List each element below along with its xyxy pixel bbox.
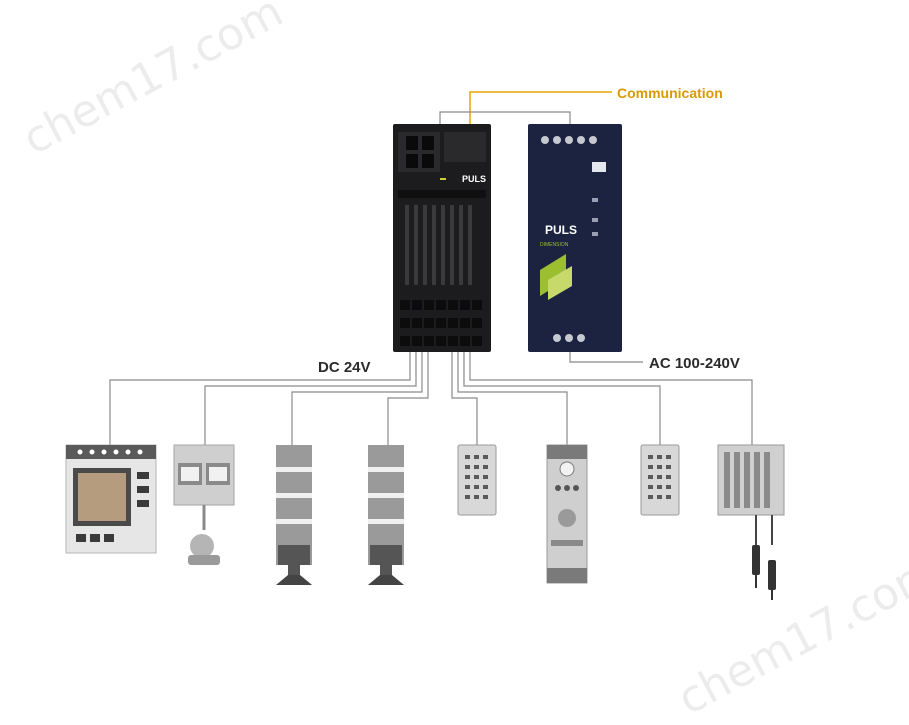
psu-brand: PULS xyxy=(545,223,577,237)
psu-series: DIMENSION xyxy=(540,242,569,248)
din-rail-module xyxy=(546,444,588,584)
signal-tower-right xyxy=(368,445,404,585)
io-module-right xyxy=(640,444,680,516)
communication-label: Communication xyxy=(617,85,723,101)
power-supply xyxy=(528,124,622,352)
dc-voltage-label: DC 24V xyxy=(318,359,371,376)
ac-line xyxy=(569,352,643,363)
controller-brand: PULS xyxy=(462,174,486,184)
sensor-module xyxy=(717,444,785,600)
communication-line xyxy=(469,91,612,130)
signal-tower-left xyxy=(276,445,312,585)
psu-link-line xyxy=(439,111,571,124)
controller-module xyxy=(393,124,491,352)
dc-wires xyxy=(109,352,753,445)
relay-with-camera xyxy=(173,444,235,565)
ac-voltage-label: AC 100-240V xyxy=(649,355,740,372)
hmi-panel xyxy=(65,444,157,554)
io-module-left xyxy=(457,444,497,516)
